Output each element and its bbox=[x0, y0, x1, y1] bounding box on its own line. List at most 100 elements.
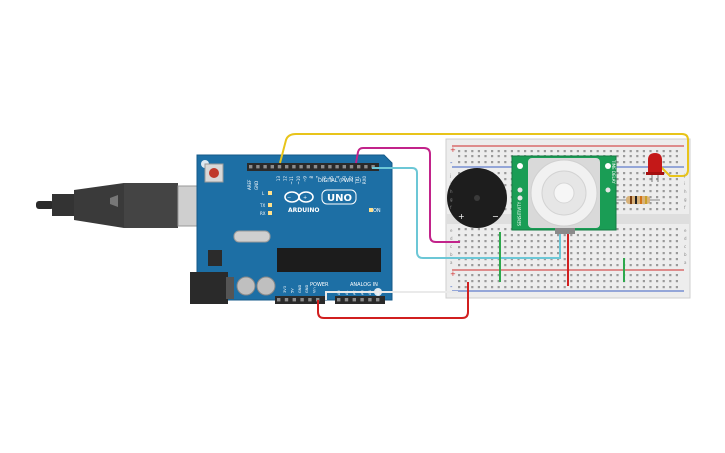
power-pin-label: 3V3 bbox=[283, 286, 287, 293]
l-label: L bbox=[262, 191, 265, 196]
row-letter-left: c bbox=[450, 244, 452, 249]
digital-pin-hole[interactable] bbox=[249, 165, 253, 169]
analog-header bbox=[335, 296, 385, 304]
digital-pin-hole[interactable] bbox=[371, 165, 375, 169]
digital-pin-hole[interactable] bbox=[321, 165, 325, 169]
pir-sensor[interactable]: SENSITIVITY TIME DELAY bbox=[511, 155, 617, 234]
arduino-logo-icon: − + bbox=[284, 191, 314, 203]
digital-pin-hole[interactable] bbox=[349, 165, 354, 169]
capacitor-1 bbox=[236, 276, 256, 296]
digital-pin-label: 7 bbox=[316, 176, 321, 179]
on-label: ON bbox=[373, 208, 381, 214]
digital-pin-label: RX0 bbox=[362, 176, 367, 185]
buzzer-plus-label: + bbox=[458, 212, 465, 221]
row-letter-left: b bbox=[450, 252, 453, 257]
power-pin-label: GND bbox=[298, 285, 302, 293]
row-letter-right: a bbox=[684, 260, 687, 265]
digital-label: DIGITAL (PWM ~) bbox=[318, 178, 361, 184]
power-header bbox=[275, 296, 325, 304]
power-pin-hole[interactable] bbox=[284, 298, 289, 302]
row-letter-right: e bbox=[684, 228, 687, 233]
bottom-pin-holes bbox=[277, 298, 380, 302]
svg-text:−: − bbox=[287, 195, 291, 201]
digital-header bbox=[247, 163, 379, 171]
digital-pin-label: 2 bbox=[349, 176, 354, 179]
wire-white[interactable] bbox=[325, 291, 458, 300]
row-letter-right: h bbox=[684, 189, 687, 194]
brand-label: ARDUINO bbox=[288, 207, 319, 214]
buzzer-minus-label: − bbox=[492, 212, 499, 221]
row-letter-right: g bbox=[684, 197, 687, 202]
row-letter-left: a bbox=[450, 260, 453, 265]
l-led bbox=[268, 191, 272, 195]
digital-pin-hole[interactable] bbox=[270, 165, 274, 169]
digital-pin-hole[interactable] bbox=[328, 165, 332, 169]
capacitor-2 bbox=[256, 276, 276, 296]
digital-pin-hole[interactable] bbox=[263, 165, 267, 169]
row-letter-right: i bbox=[684, 181, 685, 186]
digital-pin-hole[interactable] bbox=[285, 165, 289, 169]
digital-pin-hole[interactable] bbox=[299, 165, 303, 169]
power-label: POWER bbox=[310, 282, 329, 288]
digital-pin-hole[interactable] bbox=[357, 165, 361, 169]
digital-pin-label: ~11 bbox=[289, 176, 294, 185]
analog-label: ANALOG IN bbox=[350, 282, 378, 288]
row-letter-left: j bbox=[449, 173, 451, 178]
analog-pin-hole[interactable] bbox=[376, 298, 380, 302]
wire-red[interactable] bbox=[317, 282, 469, 319]
reset-button-cap[interactable] bbox=[209, 168, 219, 178]
pir-sensitivity-label: SENSITIVITY bbox=[517, 201, 522, 226]
wire-yellow[interactable] bbox=[279, 133, 689, 177]
model-label: UNO bbox=[327, 193, 352, 204]
power-pin-label: Vin bbox=[313, 287, 317, 293]
wire-cyan[interactable] bbox=[372, 167, 561, 259]
power-pin-hole[interactable] bbox=[277, 298, 281, 302]
voltage-regulator bbox=[208, 250, 222, 266]
power-pin-hole[interactable] bbox=[316, 298, 320, 302]
digital-pin-hole[interactable] bbox=[256, 165, 260, 169]
digital-pin-label: 12 bbox=[283, 176, 288, 182]
row-letter-right: d bbox=[684, 236, 687, 241]
power-pin-hole[interactable] bbox=[292, 298, 296, 302]
digital-pin-hole[interactable] bbox=[364, 165, 368, 169]
digital-pin-hole[interactable] bbox=[277, 165, 282, 169]
crystal bbox=[233, 230, 271, 243]
piezo-buzzer[interactable]: + − bbox=[447, 168, 507, 228]
row-letter-right: c bbox=[684, 244, 686, 249]
red-led[interactable] bbox=[646, 153, 664, 182]
digital-pin-hole[interactable] bbox=[306, 165, 310, 169]
digital-pin-label: ~10 bbox=[296, 176, 301, 185]
power-pin-hole[interactable] bbox=[300, 298, 304, 302]
analog-pin-hole[interactable] bbox=[368, 298, 372, 302]
digital-pin-hole[interactable] bbox=[335, 165, 339, 169]
analog-pin-hole[interactable] bbox=[337, 298, 341, 302]
digital-pin-hole[interactable] bbox=[313, 165, 318, 169]
digital-pin-hole[interactable] bbox=[342, 165, 346, 169]
rail-minus-top: - bbox=[450, 159, 453, 167]
resistor[interactable] bbox=[616, 196, 660, 204]
analog-pin-hole[interactable] bbox=[360, 298, 364, 302]
row-letter-right: f bbox=[684, 205, 686, 210]
digital-pin-label: 13 bbox=[276, 176, 281, 182]
pir-delay-label: TIME DELAY bbox=[611, 159, 616, 184]
power-pin-label: 5V bbox=[290, 288, 294, 293]
rail-plus-bottom: + bbox=[450, 270, 456, 278]
power-pin-hole[interactable] bbox=[308, 298, 312, 302]
analog-pin-hole[interactable] bbox=[344, 298, 349, 302]
digital-pin-label: 8 bbox=[309, 176, 314, 179]
power-pin-label: GND bbox=[305, 285, 309, 293]
wire-magenta[interactable] bbox=[355, 147, 460, 243]
svg-text:+: + bbox=[303, 195, 307, 201]
analog-pin-hole[interactable] bbox=[352, 298, 356, 302]
digital-pin-label: 4 bbox=[335, 176, 340, 179]
power-jack bbox=[190, 272, 228, 304]
digital-pin-label: ~9 bbox=[302, 176, 307, 182]
digital-pin-hole[interactable] bbox=[292, 165, 296, 169]
digital-pin-label: ~3 bbox=[342, 176, 347, 182]
row-letter-left: f bbox=[450, 205, 452, 210]
